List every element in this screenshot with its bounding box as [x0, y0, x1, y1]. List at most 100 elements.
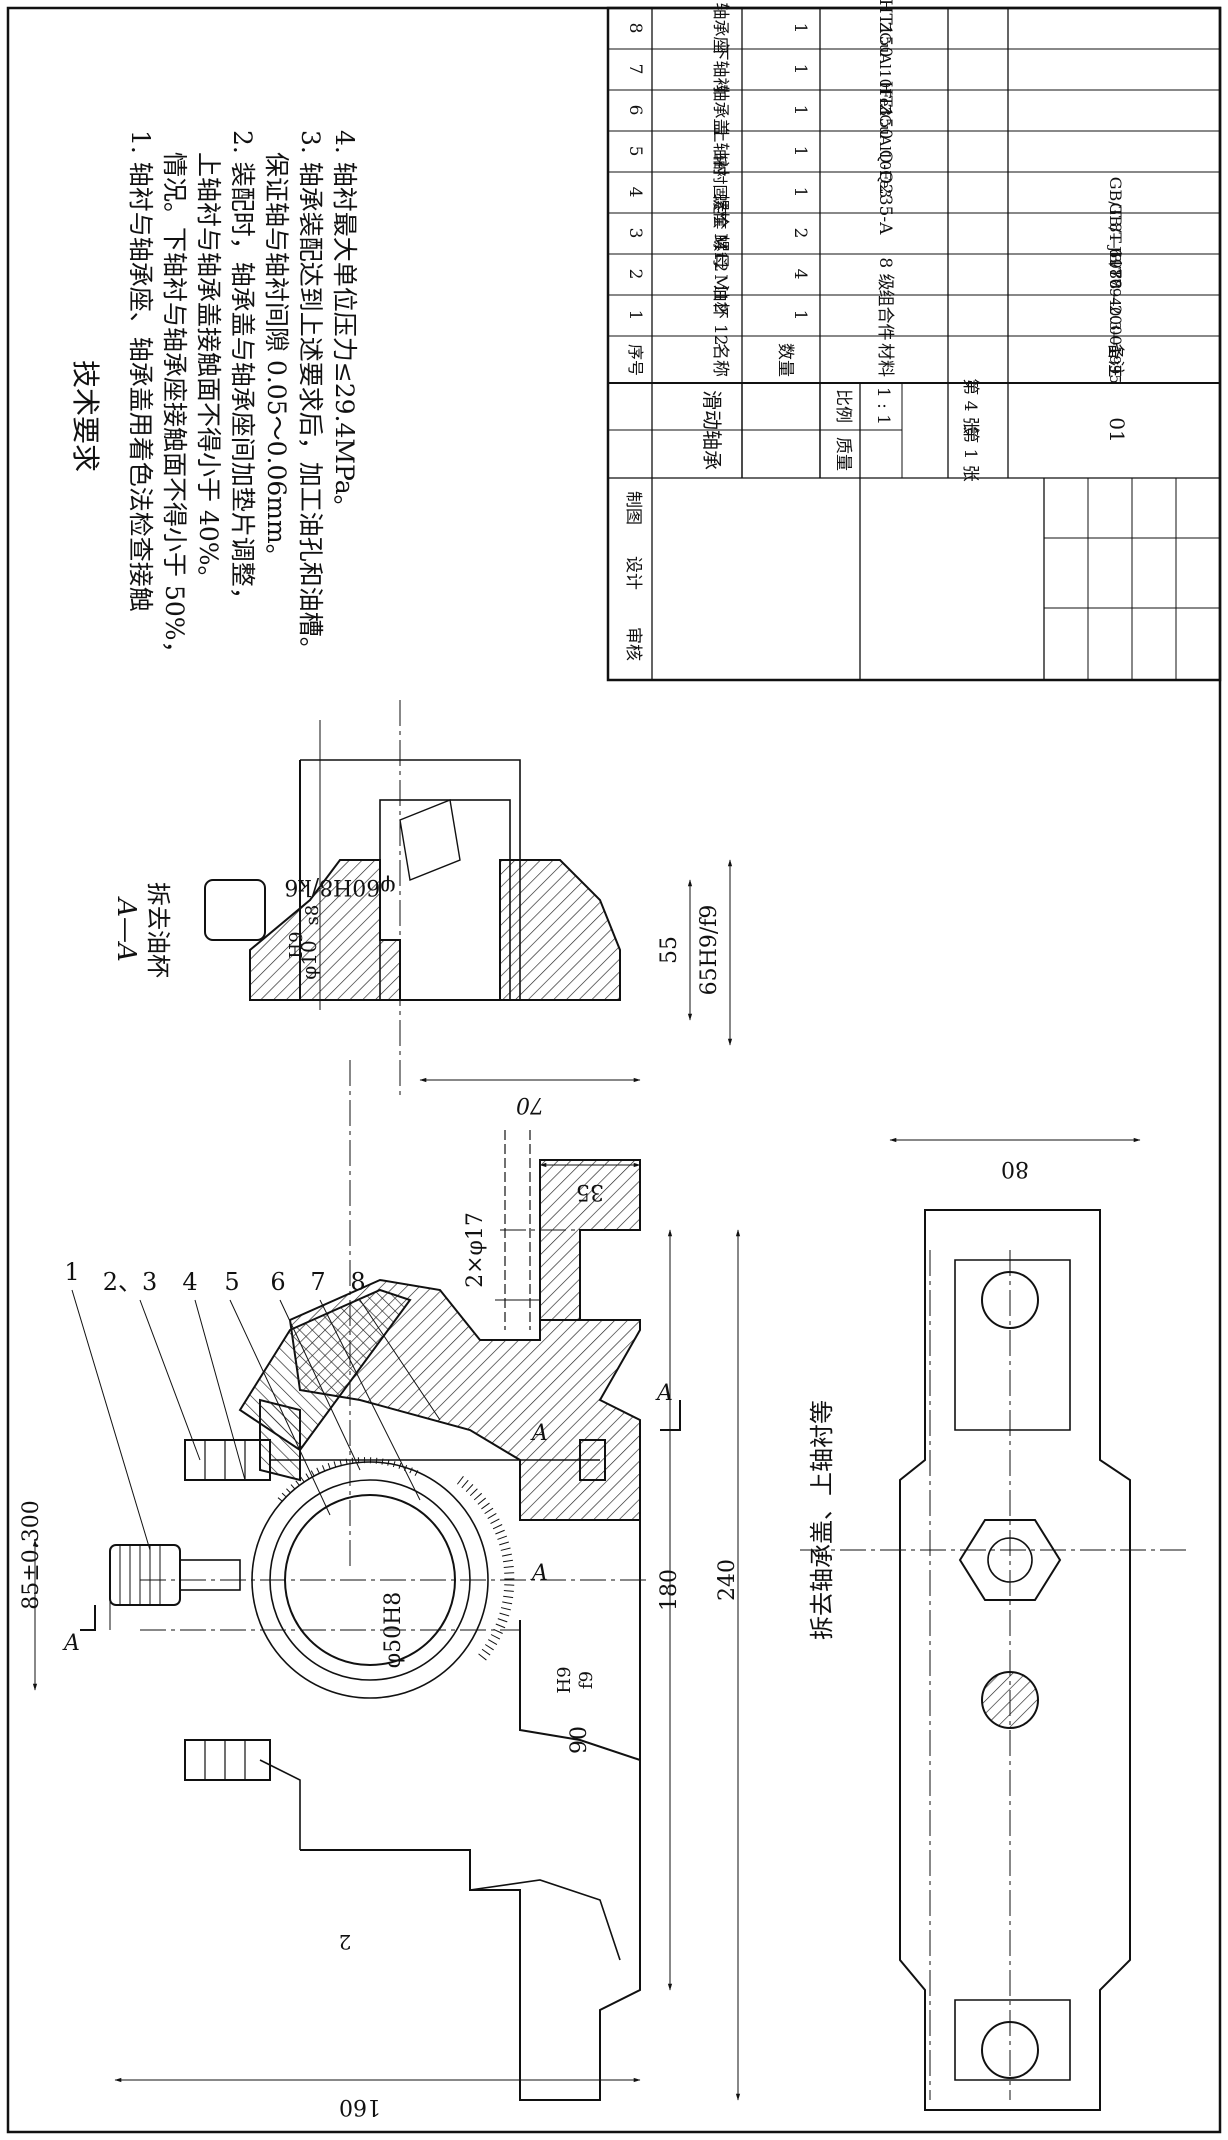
- bolt-nut-upper: [184, 1439, 606, 1481]
- dim-65: 65H9/f9: [697, 905, 722, 996]
- part-number: 6: [270, 1268, 285, 1296]
- tech-line-7: 4. 轴衬最大单位压力≤29.4MPa。: [330, 130, 359, 520]
- top-view-outline: [899, 1209, 1131, 2111]
- tech-line-2: 情况。下轴衬与轴承座接触面不得小于 50%，: [160, 152, 189, 666]
- base-hole-left: [981, 1271, 1039, 1329]
- top-view: 拆去轴承盖、上轴衬等 80: [800, 1137, 1190, 2111]
- row-remark: GB/T 8—1988: [1106, 177, 1125, 290]
- dim-2: 2: [339, 1930, 352, 1954]
- part-number: 1: [64, 1258, 79, 1286]
- row-no: 7: [625, 64, 645, 75]
- base-hole-right: [981, 2021, 1039, 2079]
- bolt-nut-lower: [184, 1739, 271, 1781]
- row-material: ZCuAl10Fe3: [876, 22, 894, 116]
- dim-90-fit-top: H9: [554, 1666, 575, 1693]
- dim-160: 160: [339, 2094, 381, 2119]
- section-note: 拆去油杯: [144, 882, 172, 978]
- row-qty: 2: [790, 228, 810, 239]
- row-name: 轴衬固定套: [711, 154, 729, 229]
- row-no: 1: [625, 310, 645, 321]
- row-material: HT150: [875, 81, 895, 140]
- dim-240: 240: [715, 1559, 740, 1601]
- mass-label: 质量: [833, 437, 853, 471]
- dim-90-fit-bottom: f9: [576, 1671, 597, 1689]
- section-mark: A: [530, 1421, 548, 1446]
- dim-h9: H9: [286, 931, 307, 958]
- row-qty: 1: [790, 310, 810, 321]
- dim-hole: φ10: [297, 940, 321, 979]
- row-qty: 1: [790, 64, 810, 75]
- drawing-number: 01: [1105, 417, 1129, 442]
- dim-180: 180: [657, 1569, 682, 1611]
- row-material: 8 级: [875, 257, 895, 290]
- row-no: 6: [625, 105, 645, 116]
- row-name: 轴承座: [710, 3, 730, 54]
- nut-hex: [958, 1519, 1062, 1601]
- sheet-number: 第 1 张: [960, 426, 980, 482]
- row-qty: 1: [790, 146, 810, 157]
- tech-line-4: 2. 装配时，轴承盖与轴承座间加垫片调整，: [228, 130, 257, 612]
- shaft-bore: [284, 1494, 456, 1666]
- tech-line-3: 上轴衬与轴承盖接触面不得小于 40%。: [194, 152, 223, 591]
- dim-bore: φ50H8: [381, 1592, 406, 1669]
- top-view-note: 拆去轴承盖、上轴衬等: [808, 1400, 836, 1640]
- scale-value: 1 : 1: [873, 387, 893, 425]
- part-number: 4: [182, 1268, 197, 1296]
- tech-line-6: 3. 轴承装配达到上述要求后，加工油孔和油槽。: [296, 130, 325, 662]
- part-number: 2、3: [103, 1268, 158, 1296]
- role-review: 审核: [623, 627, 643, 661]
- dim-85: 85±0.300: [19, 1500, 44, 1609]
- shaft-section: [981, 1671, 1039, 1729]
- row-no: 5: [625, 146, 645, 157]
- row-name: 螺栓 M12: [710, 194, 730, 272]
- oil-cup: [109, 1544, 241, 1606]
- main-view: 1 2、3 4 5 6 7 8 A A A A 85±0.300 90 H9 f…: [19, 1060, 741, 2119]
- tech-requirements: 技术要求 1. 轴衬与轴承座、轴承盖用着色法检查接触 情况。下轴衬与轴承座接触面…: [69, 130, 359, 666]
- row-name: 螺母 M12: [710, 235, 730, 313]
- section-mark: A: [530, 1561, 548, 1586]
- dim-55: 55: [657, 936, 682, 964]
- row-qty: 1: [790, 105, 810, 116]
- tech-title: 技术要求: [69, 360, 102, 472]
- row-remark: GB/T 6170—2000: [1106, 202, 1125, 345]
- row-no: 4: [625, 187, 645, 198]
- parts-list-table: 8 轴承座 1 HT150 7 下轴衬 1 ZCuAl10Fe3 6 轴承盖 1…: [606, 0, 1222, 682]
- row-material: 组合件: [875, 290, 895, 341]
- part-number: 8: [350, 1268, 365, 1296]
- part-number: 7: [310, 1268, 325, 1296]
- section-hatched-bottom: [499, 859, 621, 1001]
- dim-holes: 2×φ17: [463, 1212, 488, 1288]
- row-name: 下轴衬: [710, 44, 730, 95]
- role-design: 设计: [623, 556, 643, 590]
- header-qty: 数量: [775, 343, 795, 377]
- row-name: 上轴衬: [710, 126, 730, 177]
- scale-label: 比例: [833, 389, 853, 423]
- section-label: A—A: [111, 896, 141, 962]
- section-view-aa: A—A 拆去油杯 φ60H8/k6 H9 s8 φ10 55 65H9/f9 7…: [111, 700, 733, 1117]
- row-no: 8: [625, 23, 645, 34]
- row-no: 3: [625, 228, 645, 239]
- dim-s8: s8: [302, 905, 323, 926]
- header-name: 名称: [710, 343, 730, 377]
- title-name: 滑动轴承: [700, 390, 724, 470]
- row-material: HT150: [875, 0, 895, 57]
- role-draw: 制图: [623, 491, 643, 525]
- row-qty: 1: [790, 187, 810, 198]
- part-number: 5: [224, 1268, 239, 1296]
- tech-line-1: 1. 轴衬与轴承座、轴承盖用着色法检查接触: [126, 130, 155, 612]
- header-remark: 备注: [1105, 343, 1125, 377]
- sheets-count: 第 4 张: [960, 378, 980, 434]
- row-qty: 1: [790, 23, 810, 34]
- dim-35: 35: [576, 1179, 604, 1204]
- row-qty: 4: [790, 269, 810, 280]
- row-name: 油杯 12: [710, 284, 730, 345]
- tech-line-5: 保证轴与轴衬间隙 0.05～0.06mm。: [262, 152, 291, 569]
- row-material: ZCuAl10Fe3: [876, 104, 894, 198]
- dim-bore-fit: φ60H8/k6: [284, 874, 395, 899]
- bearing-outline: [300, 1620, 641, 2101]
- header-no: 序号: [626, 344, 645, 376]
- dim-80: 80: [1001, 1156, 1029, 1181]
- section-mark: A: [62, 1631, 80, 1656]
- header-material: 材料: [875, 343, 895, 377]
